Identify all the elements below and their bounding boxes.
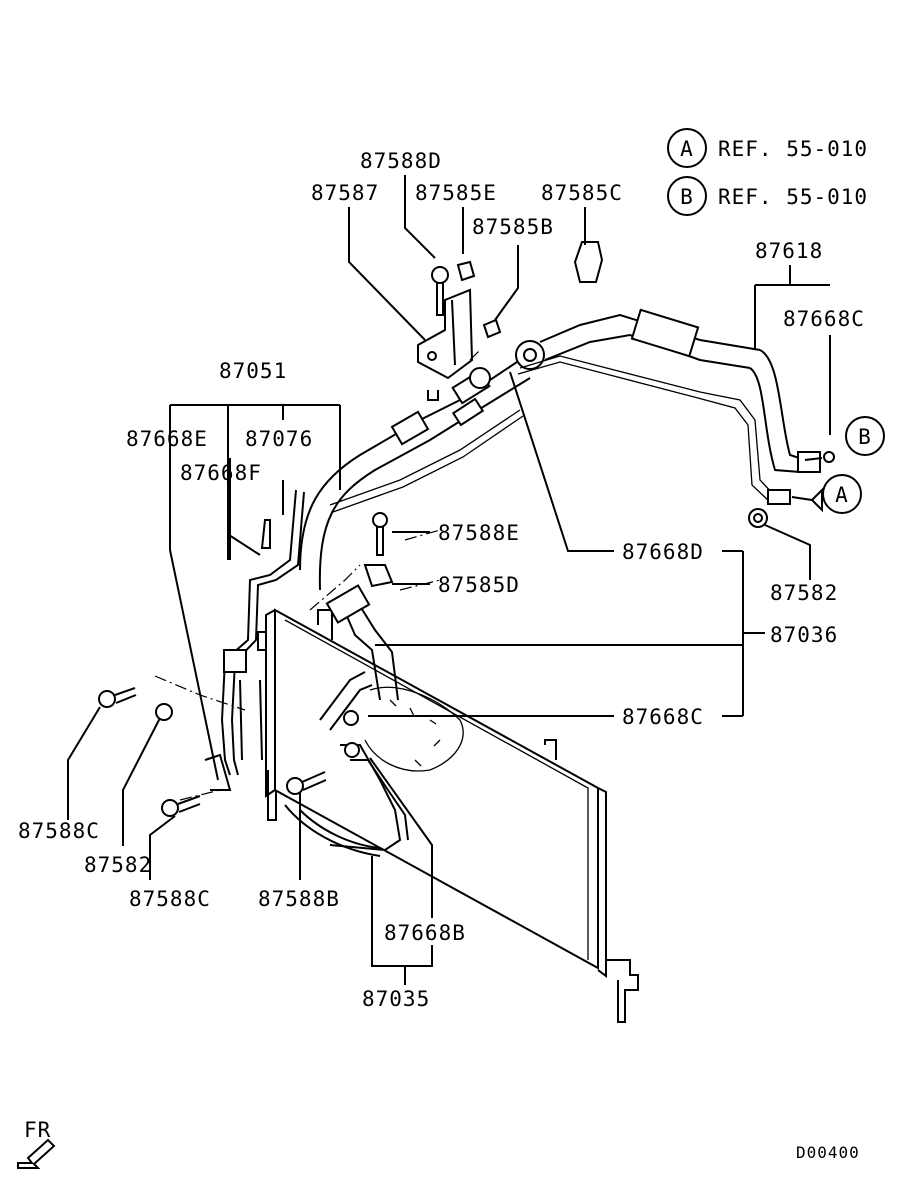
marker-a-letter: A bbox=[835, 483, 849, 507]
label-87588C-bottom: 87588C bbox=[129, 887, 211, 911]
bracket-drawing bbox=[417, 241, 768, 528]
upper-pipe-drawing bbox=[299, 308, 821, 701]
label-87585E: 87585E bbox=[415, 181, 497, 205]
label-87588C-left: 87588C bbox=[18, 819, 100, 843]
label-87051: 87051 bbox=[219, 359, 287, 383]
ref-b-letter: B bbox=[680, 185, 694, 209]
callout-markers: B A bbox=[791, 416, 885, 514]
front-direction-indicator: FR bbox=[17, 1118, 56, 1169]
drawing-code: D00400 bbox=[796, 1143, 860, 1162]
leader-lines bbox=[67, 175, 831, 985]
label-87588B: 87588B bbox=[258, 887, 340, 911]
label-87035: 87035 bbox=[362, 987, 430, 1011]
direction-label: FR bbox=[24, 1118, 51, 1142]
label-87587: 87587 bbox=[311, 181, 379, 205]
label-87588E: 87588E bbox=[438, 521, 520, 545]
condenser-drawing bbox=[257, 608, 639, 1023]
label-87585C: 87585C bbox=[541, 181, 623, 205]
ref-a-text: REF. 55-010 bbox=[718, 137, 868, 161]
label-87036: 87036 bbox=[770, 623, 838, 647]
label-87668B: 87668B bbox=[384, 921, 466, 945]
label-87668F: 87668F bbox=[180, 461, 262, 485]
ref-b-text: REF. 55-010 bbox=[718, 185, 868, 209]
label-87585D: 87585D bbox=[438, 573, 520, 597]
part-labels: 87588D 87587 87585E 87585C 87585B 87618 … bbox=[18, 149, 865, 1011]
label-87618: 87618 bbox=[755, 239, 823, 263]
label-87668D: 87668D bbox=[622, 540, 704, 564]
label-87588D: 87588D bbox=[360, 149, 442, 173]
label-87668C-mid: 87668C bbox=[622, 705, 704, 729]
label-87582-right: 87582 bbox=[770, 581, 838, 605]
label-87582-left: 87582 bbox=[84, 853, 152, 877]
reference-legend: A REF. 55-010 B REF. 55-010 bbox=[667, 128, 868, 216]
label-87668C-top: 87668C bbox=[783, 307, 865, 331]
marker-b-letter: B bbox=[858, 425, 872, 449]
label-87585B: 87585B bbox=[472, 215, 554, 239]
label-87668E: 87668E bbox=[126, 427, 208, 451]
label-87076: 87076 bbox=[245, 427, 313, 451]
direction-arrow-icon bbox=[17, 1138, 56, 1169]
ref-a-letter: A bbox=[680, 137, 694, 161]
